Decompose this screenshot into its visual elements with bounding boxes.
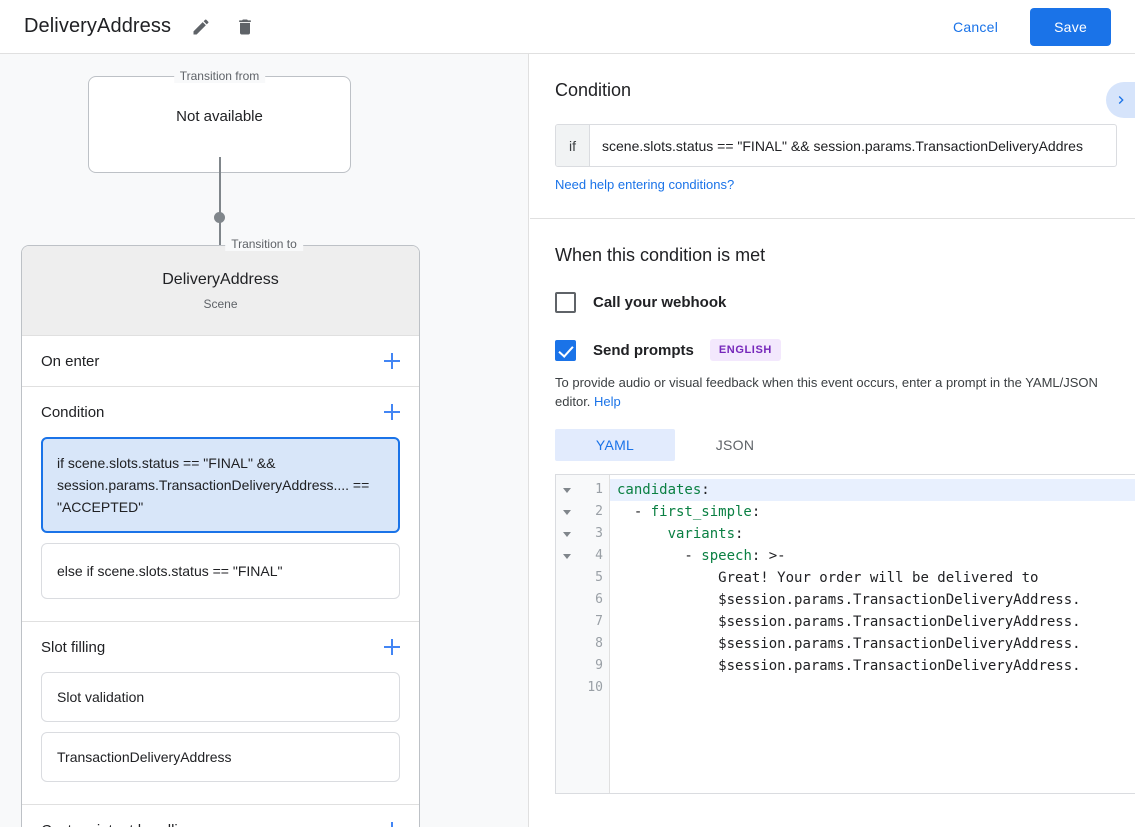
add-on-enter-button[interactable]: [379, 348, 405, 374]
list-item[interactable]: if scene.slots.status == "FINAL" && sess…: [41, 437, 400, 533]
chevron-down-icon: [563, 487, 571, 493]
pencil-icon[interactable]: [185, 11, 217, 43]
fold-spacer: [556, 633, 578, 655]
section-custom-intent-handling: Custom intent handling: [22, 805, 419, 827]
tab-json[interactable]: JSON: [715, 437, 755, 453]
line-number: 8: [595, 636, 603, 651]
condition-input[interactable]: [590, 125, 1116, 166]
condition-panel: Condition if Need help entering conditio…: [530, 54, 1135, 219]
line-number: 3: [595, 526, 603, 541]
transition-to-legend: Transition to: [225, 237, 303, 251]
section-title-condition: Condition: [41, 403, 105, 421]
list-item[interactable]: TransactionDeliveryAddress: [41, 732, 400, 782]
code-line[interactable]: - first_simple:: [617, 504, 761, 520]
line-number: 10: [587, 680, 603, 695]
code-fold-column: [556, 475, 578, 793]
connector-dot-icon: [214, 212, 225, 223]
call-webhook-label: Call your webhook: [593, 294, 727, 311]
chevron-down-icon: [563, 553, 571, 559]
list-item[interactable]: else if scene.slots.status == "FINAL": [41, 543, 400, 599]
cancel-button[interactable]: Cancel: [939, 10, 1012, 44]
code-line[interactable]: $session.params.TransactionDeliveryAddre…: [718, 592, 1081, 608]
help-link[interactable]: Help: [594, 394, 621, 409]
fold-toggle-icon[interactable]: [556, 523, 578, 545]
code-line[interactable]: $session.params.TransactionDeliveryAddre…: [718, 636, 1081, 652]
save-button[interactable]: Save: [1030, 7, 1111, 46]
code-line[interactable]: candidates:: [610, 479, 1135, 501]
editor-format-tabs: YAML JSON: [555, 429, 1135, 461]
section-title-slot-filling: Slot filling: [41, 638, 106, 656]
code-line[interactable]: $session.params.TransactionDeliveryAddre…: [718, 614, 1081, 630]
top-bar: DeliveryAddress Cancel Save: [0, 0, 1135, 54]
condition-input-row: if: [555, 124, 1117, 167]
fold-toggle-icon[interactable]: [556, 545, 578, 567]
line-number: 9: [595, 658, 603, 673]
fold-spacer: [556, 655, 578, 677]
scene-card: DeliveryAddress Scene On enter Condition…: [21, 245, 420, 827]
condition-heading: Condition: [555, 80, 632, 100]
fold-spacer: [556, 589, 578, 611]
send-prompts-checkbox[interactable]: [555, 339, 576, 361]
send-prompts-row[interactable]: Send prompts ENGLISH: [555, 339, 1135, 361]
call-webhook-checkbox[interactable]: [555, 292, 576, 313]
chevron-down-icon: [563, 531, 571, 537]
code-gutter: 1 2 3 4 5 6 7 8 9 10: [578, 475, 610, 793]
code-line[interactable]: - speech: >-: [617, 548, 786, 564]
transition-from-value: Not available: [176, 108, 263, 125]
slot-filling-list: Slot validation TransactionDeliveryAddre…: [22, 672, 419, 804]
left-pane: Transition from Not available Transition…: [0, 54, 529, 827]
transition-from-legend: Transition from: [173, 69, 266, 83]
need-help-conditions-link[interactable]: Need help entering conditions?: [555, 177, 735, 192]
prompts-helper-text: To provide audio or visual feedback when…: [555, 373, 1117, 411]
section-slot-filling: Slot filling Slot validation Transaction…: [22, 622, 419, 805]
add-condition-button[interactable]: [379, 399, 405, 425]
send-prompts-label: Send prompts: [593, 341, 694, 359]
code-line[interactable]: variants:: [667, 526, 744, 542]
scene-card-header: DeliveryAddress Scene: [22, 246, 419, 336]
section-header-slot-filling[interactable]: Slot filling: [22, 622, 419, 672]
add-custom-intent-button[interactable]: [379, 817, 405, 827]
tab-yaml[interactable]: YAML: [555, 429, 675, 461]
code-line[interactable]: $session.params.TransactionDeliveryAddre…: [718, 658, 1081, 674]
line-number: 4: [595, 548, 603, 563]
code-editor[interactable]: 1 2 3 4 5 6 7 8 9 10 candidates: - first_simple: …: [555, 474, 1135, 794]
fold-spacer: [556, 677, 578, 699]
section-header-condition[interactable]: Condition: [22, 387, 419, 437]
line-number: 2: [595, 504, 603, 519]
code-line[interactable]: Great! Your order will be delivered to: [718, 570, 1039, 586]
prompts-helper-sentence: To provide audio or visual feedback when…: [555, 375, 1098, 409]
line-number: 5: [595, 570, 603, 585]
section-header-custom-intent-handling[interactable]: Custom intent handling: [22, 805, 419, 827]
right-pane: Condition if Need help entering conditio…: [530, 54, 1135, 827]
trash-icon[interactable]: [229, 11, 261, 43]
fold-toggle-icon[interactable]: [556, 479, 578, 501]
section-title-custom-intent-handling: Custom intent handling: [41, 822, 379, 827]
code-line[interactable]: [610, 677, 1135, 699]
call-webhook-row[interactable]: Call your webhook: [555, 292, 1135, 313]
section-title-on-enter: On enter: [41, 352, 100, 370]
chevron-right-icon[interactable]: [1106, 82, 1135, 118]
section-condition: Condition if scene.slots.status == "FINA…: [22, 387, 419, 622]
line-number: 6: [595, 592, 603, 607]
page-title: DeliveryAddress: [24, 15, 172, 37]
fold-toggle-icon[interactable]: [556, 501, 578, 523]
transition-from-box: Transition from Not available: [88, 69, 351, 173]
when-condition-met-heading: When this condition is met: [555, 245, 766, 265]
scene-type: Scene: [203, 297, 238, 311]
language-badge: ENGLISH: [709, 339, 781, 361]
scene-name: DeliveryAddress: [162, 271, 279, 288]
code-content[interactable]: candidates: - first_simple: variants: - …: [610, 475, 1135, 793]
condition-list: if scene.slots.status == "FINAL" && sess…: [22, 437, 419, 621]
if-label: if: [556, 125, 590, 166]
fold-spacer: [556, 611, 578, 633]
section-header-on-enter[interactable]: On enter: [22, 336, 419, 386]
add-slot-filling-button[interactable]: [379, 634, 405, 660]
fold-spacer: [556, 567, 578, 589]
chevron-down-icon: [563, 509, 571, 515]
when-condition-met-panel: When this condition is met Call your web…: [530, 219, 1135, 794]
line-number: 7: [595, 614, 603, 629]
section-on-enter: On enter: [22, 336, 419, 387]
line-number: 1: [595, 482, 603, 497]
list-item[interactable]: Slot validation: [41, 672, 400, 722]
